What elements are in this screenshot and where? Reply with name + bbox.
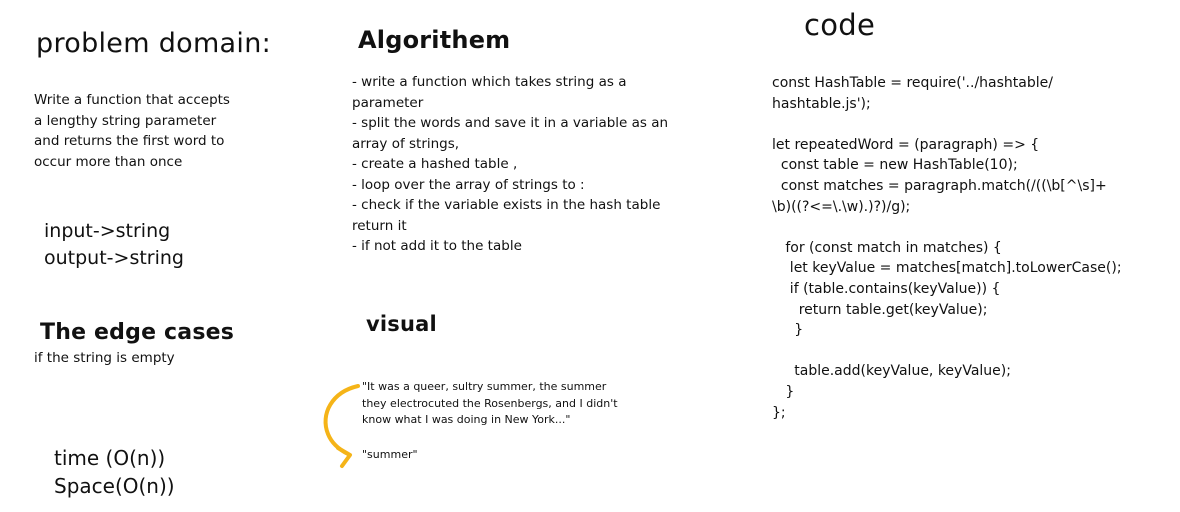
algorithm-step: - write a function which takes string as…	[352, 74, 627, 90]
code-heading: code	[804, 8, 876, 42]
visual-heading: visual	[366, 312, 437, 336]
code-line: let keyValue = matches[match].toLowerCas…	[772, 260, 1122, 277]
code-line: }	[772, 322, 804, 339]
problem-description-line: and returns the first word to	[34, 133, 225, 149]
complexity: time (O(n)) Space(O(n))	[54, 444, 175, 500]
code-line: }	[772, 383, 795, 400]
algorithm-heading: Algorithem	[358, 26, 511, 54]
code-line: const HashTable = require('../hashtable/	[772, 75, 1053, 91]
time-complexity: time (O(n))	[54, 446, 166, 470]
code-line: hashtable.js');	[772, 95, 871, 112]
edge-case-text: if the string is empty	[34, 350, 175, 366]
problem-description-line: occur more than once	[34, 153, 183, 170]
code-line	[772, 217, 1172, 238]
code-line	[772, 341, 1172, 362]
code-block: const HashTable = require('../hashtable/…	[772, 73, 1172, 423]
quote-line: "It was a queer, sultry summer, the summ…	[362, 380, 607, 393]
sample-result: "summer"	[362, 448, 418, 461]
sample-quote: "It was a queer, sultry summer, the summ…	[362, 379, 682, 429]
problem-description: Write a function that accepts a lengthy …	[34, 90, 294, 172]
algorithm-steps: - write a function which takes string as…	[352, 72, 722, 257]
code-line: for (const match in matches) {	[772, 239, 1002, 256]
problem-description-line: a lengthy string parameter	[34, 112, 217, 129]
code-line: if (table.contains(keyValue)) {	[772, 280, 1001, 297]
algorithm-step: - split the words and save it in a varia…	[352, 115, 669, 131]
problem-description-line: Write a function that accepts	[34, 92, 230, 108]
problem-domain-heading: problem domain:	[36, 28, 272, 59]
code-line: };	[772, 404, 786, 421]
algorithm-step: array of strings,	[352, 135, 460, 152]
code-line: \b)((?<=\.\w).)?)/g);	[772, 198, 911, 215]
algorithm-step: parameter	[352, 94, 424, 111]
quote-line: they electrocuted the Rosenbergs, and I …	[362, 396, 618, 410]
algorithm-step: - loop over the array of strings to :	[352, 176, 585, 193]
algorithm-step: return it	[352, 217, 407, 234]
edge-cases-heading: The edge cases	[40, 320, 235, 345]
code-line: table.add(keyValue, keyValue);	[772, 363, 1011, 380]
code-line: const table = new HashTable(10);	[772, 157, 1018, 174]
input-output-spec: input->string output->string	[44, 218, 184, 272]
algorithm-step: - if not add it to the table	[352, 238, 522, 254]
algorithm-step: - create a hashed table ,	[352, 156, 518, 172]
code-line: return table.get(keyValue);	[772, 301, 988, 318]
code-line	[772, 114, 1172, 135]
code-line: let repeatedWord = (paragraph) => {	[772, 136, 1040, 153]
code-line: const matches = paragraph.match(/((\b[^\…	[772, 177, 1107, 194]
quote-line: know what I was doing in New York..."	[362, 413, 571, 426]
space-complexity: Space(O(n))	[54, 474, 175, 498]
output-spec: output->string	[44, 247, 184, 269]
input-spec: input->string	[44, 220, 171, 242]
algorithm-step: - check if the variable exists in the ha…	[352, 197, 661, 213]
curved-arrow-icon	[323, 384, 360, 468]
